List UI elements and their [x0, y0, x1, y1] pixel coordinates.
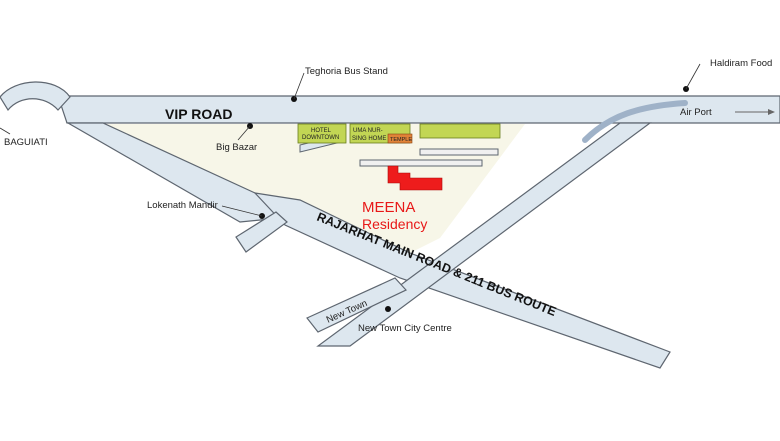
hotel-label-line1: HOTEL [311, 128, 332, 134]
lokenath-road [235, 211, 288, 253]
vip-road-label: VIP ROAD [165, 106, 232, 122]
baguiati-label: BAGUIATI [4, 137, 48, 148]
lane-strip-2 [419, 148, 499, 156]
baguiati-loop [0, 81, 71, 112]
rajarhat-road [253, 192, 671, 369]
vip-road [57, 95, 780, 124]
meena-residency-building [387, 165, 443, 191]
hotel-label-line2: DOWNTOWN [302, 135, 339, 141]
residency-label-line2: Residency [362, 216, 427, 232]
arrow-right-icon [735, 109, 775, 115]
new-town-cc-label: New Town City Centre [358, 323, 452, 334]
teghoria-leader [293, 72, 305, 100]
haldiram-leader [685, 63, 701, 90]
uma-label-line1: UMA NUR- [353, 128, 383, 134]
lokenath-label: Lokenath Mandir [147, 200, 218, 211]
haldiram-label: Haldiram Food [710, 58, 772, 69]
temple-label: TEMPLE [390, 137, 412, 143]
baguiati-leader [0, 127, 11, 135]
big-bazar-label: Big Bazar [216, 142, 257, 153]
lane-strip-1 [359, 159, 483, 167]
airport-label: Air Port [680, 107, 712, 118]
temple-building [387, 133, 413, 144]
inner-block [105, 124, 525, 253]
hotel-downtown-building [297, 123, 347, 144]
uma-label-line2: SING HOME [352, 136, 386, 142]
big-bazar-leader [237, 125, 251, 141]
lokenath-leader [221, 205, 263, 217]
new-town-road [306, 277, 407, 333]
location-dot-icon [385, 306, 391, 312]
residency-label-line1: MEENA [362, 199, 415, 216]
teghoria-label: Teghoria Bus Stand [305, 66, 388, 77]
green-plot-right [419, 123, 501, 139]
airport-ramp [582, 100, 688, 143]
